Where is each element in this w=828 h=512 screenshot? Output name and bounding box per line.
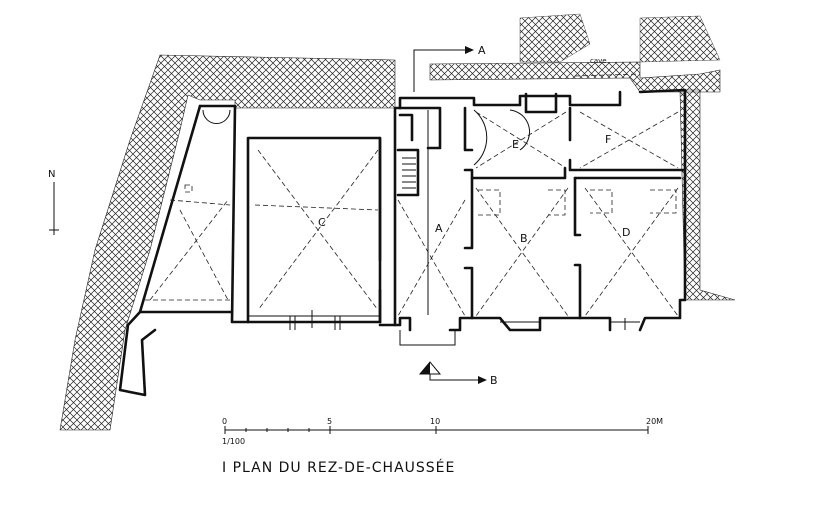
stair-and-details: [202, 109, 640, 346]
north-label: N: [48, 169, 55, 180]
interior-walls: [378, 92, 687, 324]
scale-tick-20m: 20M: [646, 417, 663, 426]
room-label-f: F: [605, 133, 611, 146]
room-label-a: A: [435, 222, 443, 235]
room-label-b: B: [520, 232, 528, 245]
scale-bar: [224, 426, 649, 434]
scale-tick-5: 5: [327, 417, 332, 426]
room-label-c: C: [318, 216, 326, 229]
hatched-terrain: [59, 13, 736, 431]
cave-note: cave: [590, 57, 607, 65]
plan-caption: I PLAN DU REZ-DE-CHAUSSÉE: [222, 459, 455, 476]
scale-tick-0: 0: [222, 417, 227, 426]
scale-ratio: 1/100: [222, 437, 245, 446]
scale-tick-10: 10: [430, 417, 440, 426]
vault-lines: [145, 73, 679, 317]
outer-walls: [118, 88, 687, 397]
section-cut-b: [418, 361, 487, 384]
room-label-e: E: [512, 138, 519, 151]
north-arrow: [49, 182, 59, 235]
section-a-label: A: [478, 44, 486, 57]
section-b-label: B: [490, 374, 498, 387]
room-label-d: D: [622, 226, 630, 239]
section-cut-a: [413, 46, 474, 92]
